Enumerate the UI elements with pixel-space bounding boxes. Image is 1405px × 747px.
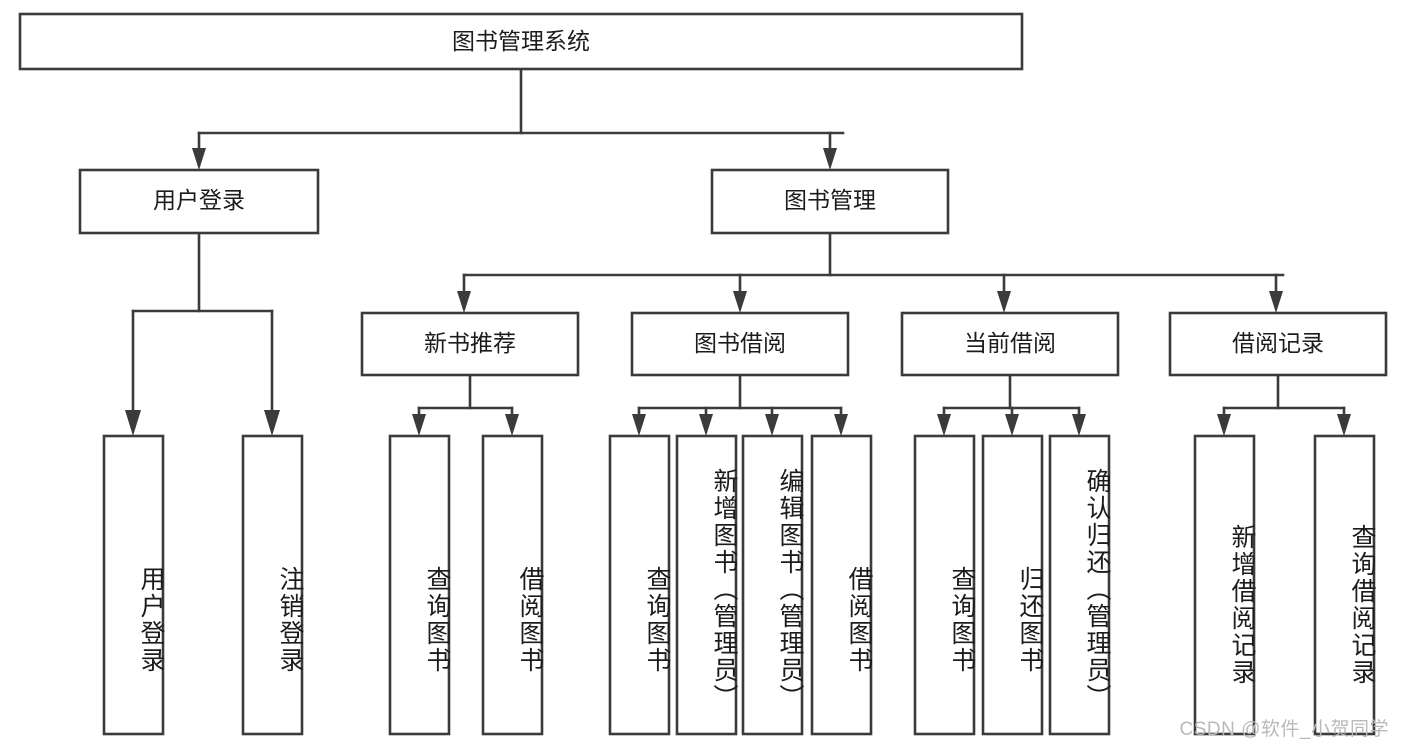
watermark-text: CSDN @软件_小贺同学: [1179, 719, 1389, 740]
node-leaf-query-record[interactable]: [1313, 434, 1376, 736]
node-label-user-login: 用户登录: [153, 187, 245, 213]
node-book-borrow[interactable]: 图书借阅: [630, 311, 850, 377]
node-borrow-record[interactable]: 借阅记录: [1168, 311, 1388, 377]
node-label-book-management: 图书管理: [784, 187, 876, 213]
connector-currentborrow-to-leaves: [937, 373, 1086, 436]
node-current-borrow[interactable]: 当前借阅: [900, 311, 1120, 377]
node-label-root: 图书管理系统: [452, 28, 590, 54]
connector-userlogin-to-leaves: [125, 231, 280, 436]
node-new-book-recommend[interactable]: 新书推荐: [360, 311, 580, 377]
connector-newbook-to-leaves: [412, 373, 519, 436]
node-label-book-borrow: 图书借阅: [694, 330, 786, 356]
connector-root-to-level1: [192, 67, 845, 170]
node-label-borrow-record: 借阅记录: [1232, 330, 1324, 356]
node-leaf-add-book[interactable]: [675, 434, 738, 736]
node-leaf-return-book[interactable]: [981, 434, 1044, 736]
node-leaf-query-book-1[interactable]: [388, 434, 451, 736]
connector-borrowrecord-to-leaves: [1217, 373, 1351, 436]
node-leaf-query-book-2[interactable]: [608, 434, 671, 736]
node-leaf-query-book-3[interactable]: [913, 434, 976, 736]
node-leaf-user-login[interactable]: [102, 434, 165, 736]
connector-bookmgmt-to-level2: [457, 231, 1285, 313]
node-book-management[interactable]: 图书管理: [710, 168, 950, 235]
node-user-login[interactable]: 用户登录: [78, 168, 320, 235]
node-leaf-logout-login[interactable]: [241, 434, 304, 736]
node-leaf-add-record[interactable]: [1193, 434, 1256, 736]
node-leaf-borrow-book-2[interactable]: [810, 434, 873, 736]
node-leaf-borrow-book-1[interactable]: [481, 434, 544, 736]
node-label-current-borrow: 当前借阅: [964, 330, 1056, 356]
node-leaf-edit-book[interactable]: [741, 434, 804, 736]
node-book-management-system[interactable]: 图书管理系统: [18, 12, 1024, 71]
node-leaf-confirm-return[interactable]: [1048, 434, 1111, 736]
node-label-new-book-recommend: 新书推荐: [424, 330, 516, 356]
connector-bookborrow-to-leaves: [632, 373, 848, 436]
